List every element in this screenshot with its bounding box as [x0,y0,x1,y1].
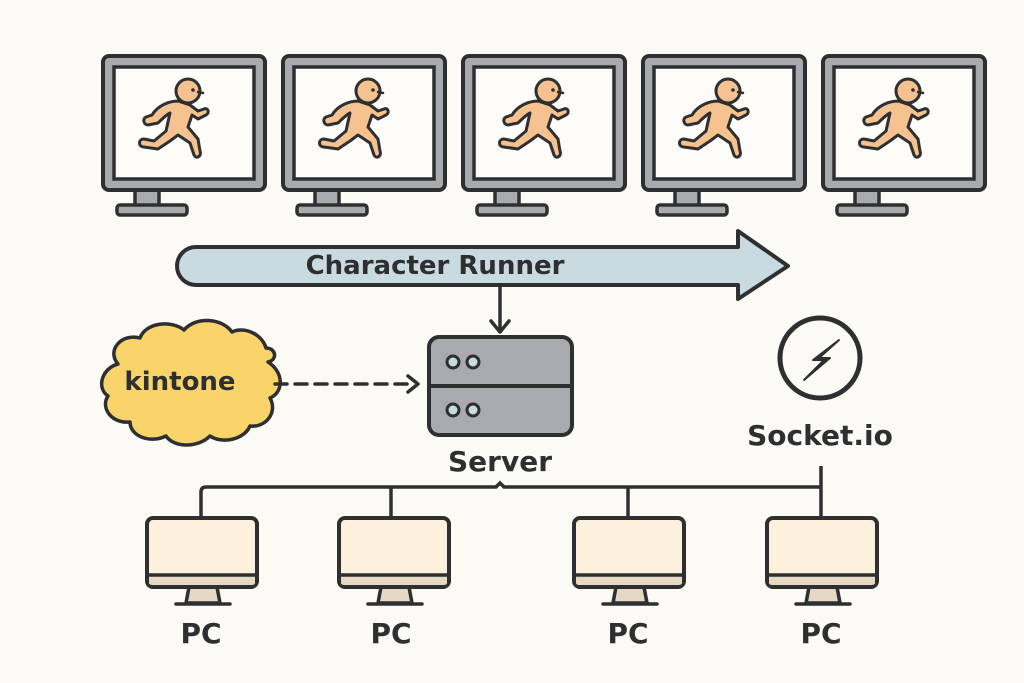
display-monitor [101,54,267,217]
banner-to-server-arrow [489,286,511,334]
pc-label: PC [607,617,649,650]
display-monitor [821,54,987,217]
display-monitor [641,54,807,217]
character-runner-arrow [175,229,790,301]
running-character-icon [318,77,390,159]
kintone-label: kintone [124,367,236,397]
pc-monitor-icon [337,516,451,606]
running-character-icon [498,77,570,159]
kintone-to-server-arrow [273,374,420,394]
pc-monitor-icon [765,516,879,606]
display-monitor [461,54,627,217]
character-runner-label: Character Runner [305,251,565,281]
server-label: Server [447,445,552,478]
pc-monitor-icon [572,516,686,606]
running-character-icon [138,77,210,159]
socketio-label: Socket.io [747,419,893,452]
pc-label: PC [180,617,222,650]
network-bus [199,466,823,518]
cloud-icon [99,318,282,447]
display-monitor [281,54,447,217]
running-character-icon [858,77,930,159]
lightning-bolt-icon [777,315,863,401]
pc-label: PC [800,617,842,650]
server-icon [427,335,574,437]
pc-monitor-icon [145,516,259,606]
pc-label: PC [370,617,412,650]
running-character-icon [678,77,750,159]
